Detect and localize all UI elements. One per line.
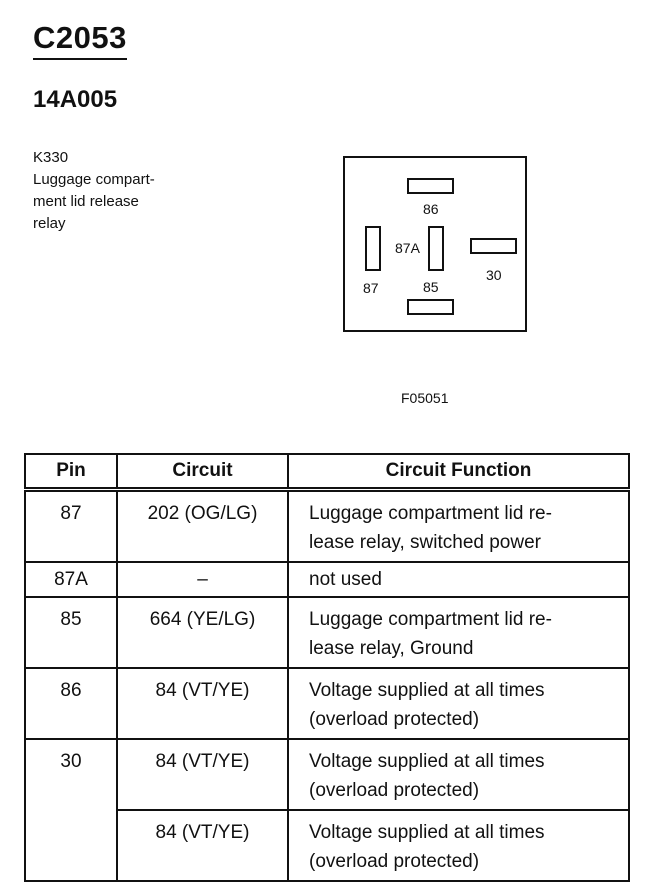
pin-30-terminal [470,238,517,254]
table-header-row: Pin Circuit Circuit Function [24,453,630,492]
component-code: K330 [33,149,69,166]
header-circuit-function: Circuit Function [287,453,630,492]
connector-title: C2053 [33,20,127,60]
function-line: Voltage supplied at all times [309,680,545,701]
function-line: not used [309,569,382,590]
circuit-cell: – [116,561,289,598]
pin-cell: 87 [24,488,118,563]
circuit-cell: 202 (OG/LG) [116,488,289,563]
function-cell: not used [287,561,630,598]
table-row: 85 664 (YE/LG) Luggage compartment lid r… [24,596,630,669]
pin-87-terminal [365,226,381,271]
circuit-cell: 84 (VT/YE) [116,738,289,811]
function-line: Luggage compartment lid re- [309,503,552,524]
pin-cell: 85 [24,596,118,669]
pin-85-terminal [407,299,454,315]
pin-87a-terminal [428,226,444,271]
pin-cell: 87A [24,561,118,598]
circuit-cell: 84 (VT/YE) [116,667,289,740]
component-desc-line: relay [33,215,66,232]
function-line: (overload protected) [309,851,480,872]
pin-86-terminal [407,178,454,194]
component-description: K330 Luggage compart- ment lid release r… [33,147,155,235]
table-row: 87A – not used [24,561,630,598]
component-desc-line: Luggage compart- [33,171,155,188]
part-number: 14A005 [33,86,118,113]
pin-87a-label: 87A [395,240,420,256]
pin-86-label: 86 [423,201,439,217]
figure-id: F05051 [401,390,449,406]
table-row: 30 84 (VT/YE) Voltage supplied at all ti… [24,738,630,882]
header-circuit: Circuit [116,453,289,492]
function-line: lease relay, Ground [309,638,474,659]
component-desc-line: ment lid release [33,193,139,210]
table-row: 84 (VT/YE) Voltage supplied at all times… [25,809,630,882]
function-line: Voltage supplied at all times [309,822,545,843]
pin-87-label: 87 [363,280,379,296]
circuit-cell: 664 (YE/LG) [116,596,289,669]
pin-cell: 30 [24,738,118,882]
pin-table: Pin Circuit Circuit Function 87 202 (OG/… [24,453,630,882]
relay-connector-diagram: 86 87 87A 30 85 [343,156,527,332]
function-cell: Luggage compartment lid re- lease relay,… [287,596,630,669]
function-cell: Luggage compartment lid re- lease relay,… [287,488,630,563]
function-line: Voltage supplied at all times [309,751,545,772]
pin-30-label: 30 [486,267,502,283]
function-cell: Voltage supplied at all times (overload … [287,809,630,882]
function-line: (overload protected) [309,780,480,801]
circuit-cell: 84 (VT/YE) [116,809,289,882]
function-cell: Voltage supplied at all times (overload … [287,738,630,811]
table-row: 87 202 (OG/LG) Luggage compartment lid r… [24,488,630,563]
function-cell: Voltage supplied at all times (overload … [287,667,630,740]
function-line: lease relay, switched power [309,532,541,553]
header-pin: Pin [24,453,118,492]
pin-85-label: 85 [423,279,439,295]
function-line: Luggage compartment lid re- [309,609,552,630]
function-line: (overload protected) [309,709,480,730]
table-row: 86 84 (VT/YE) Voltage supplied at all ti… [24,667,630,740]
pin-cell: 86 [24,667,118,740]
